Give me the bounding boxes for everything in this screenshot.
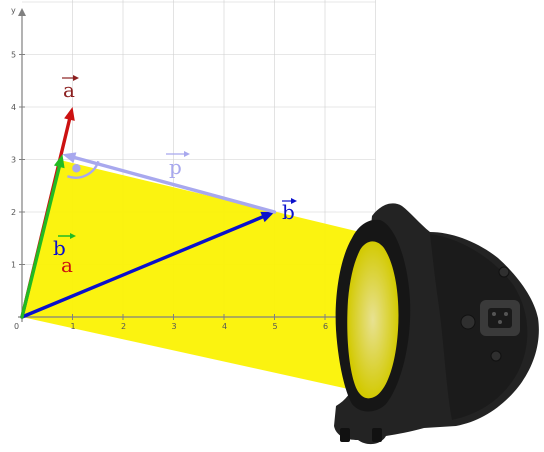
projector-bolt-icon (490, 350, 502, 362)
vector-a-label: a (62, 75, 79, 102)
vector-b-label: b (282, 198, 297, 224)
vector-b-a (20, 154, 65, 319)
x-tick-label: 6 (323, 322, 328, 331)
projector-side-panel (430, 234, 528, 420)
vector-b-a-shaft (20, 165, 61, 319)
origin-label: 0 (14, 322, 19, 331)
projector-bolt-icon (498, 266, 510, 278)
x-tick-label: 1 (71, 322, 76, 331)
axis-ticks: 1 2 3 4 5 6 1 2 3 4 5 (11, 51, 328, 332)
vector-labels: a p b b a (53, 75, 297, 277)
vector-p-label: p (166, 151, 190, 179)
vector-b-a-subscript-text: a (61, 253, 73, 277)
vector-p-shaft (73, 155, 277, 214)
right-angle-arc (66, 160, 100, 179)
x-tick-label: 2 (121, 322, 126, 331)
right-angle-marker (66, 160, 100, 179)
y-tick-label: 3 (11, 156, 16, 165)
vector-a-arrowhead-icon (64, 107, 75, 121)
vector-b-shaft (20, 215, 265, 319)
vector-b-a-overarrow-head-icon (70, 233, 76, 239)
vector-b-a-label: b a (53, 233, 76, 277)
coordinate-grid (22, 0, 376, 317)
vector-a-label-text: a (63, 78, 75, 102)
vector-p (62, 152, 277, 214)
right-angle-dot (72, 164, 81, 173)
projector-foot (372, 428, 382, 442)
projector-lens (347, 241, 399, 399)
y-tick-label: 1 (11, 261, 16, 270)
vector-p-overarrow-head-icon (184, 151, 190, 157)
projector-bolt-icon (460, 314, 476, 330)
x-tick-label: 3 (172, 322, 177, 331)
vector-b (20, 211, 275, 319)
projector-connector-icon (480, 300, 520, 336)
vector-b-label-text: b (282, 200, 295, 224)
vector-p-arrowhead-icon (62, 152, 77, 163)
vector-b-arrowhead-icon (260, 211, 275, 223)
y-axis-name: y (11, 6, 16, 15)
vector-p-label-text: p (169, 155, 182, 179)
vectors (20, 107, 277, 319)
y-tick-label: 4 (11, 103, 16, 112)
projector-foot (340, 428, 350, 442)
y-tick-label: 2 (11, 208, 16, 217)
vector-b-a-label-text: b (53, 236, 66, 260)
projector-light-beam (22, 160, 362, 392)
projector-device (334, 203, 539, 445)
y-axis-arrow-icon (18, 8, 26, 16)
vector-b-a-arrowhead-icon (53, 154, 65, 169)
x-tick-label: 5 (273, 322, 278, 331)
x-tick-label: 4 (222, 322, 227, 331)
y-tick-label: 5 (11, 51, 16, 60)
vector-a-overarrow-head-icon (73, 75, 79, 81)
vector-b-overarrow-head-icon (291, 198, 297, 204)
